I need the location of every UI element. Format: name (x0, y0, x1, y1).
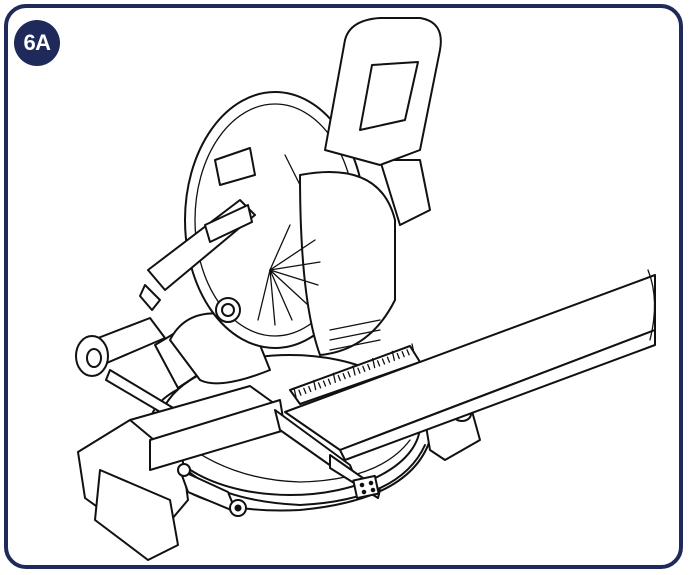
fence-knob (177, 463, 247, 517)
step-badge: 6A (14, 20, 60, 66)
scale-tick (376, 360, 381, 367)
scale-tick (396, 352, 400, 360)
scale-tick (352, 365, 356, 376)
right-fence (274, 409, 381, 500)
workpiece-board (284, 269, 656, 461)
scale-tick (381, 358, 386, 365)
scale-tick (411, 343, 415, 354)
scale-tick (322, 380, 327, 387)
scale-tick (303, 387, 307, 394)
scale-tick (357, 367, 361, 374)
scale-tick (298, 389, 302, 396)
scale-tick (342, 373, 346, 380)
scale-tick (317, 382, 322, 389)
blade-spokes (257, 224, 321, 326)
scale-tick (293, 387, 297, 398)
saw-handle (324, 17, 442, 166)
scale-tick (386, 356, 391, 363)
scale-tick (367, 363, 371, 371)
scale-tick (391, 350, 395, 361)
scale-tick (406, 349, 410, 356)
left-fence (77, 385, 286, 561)
scale-tick (401, 351, 405, 358)
scale-tick (337, 374, 341, 382)
scale-tick (313, 380, 317, 391)
scale-tick (347, 371, 351, 378)
lever (139, 199, 321, 326)
scale-tick (327, 378, 332, 385)
scale-tick (362, 365, 366, 372)
scale-tick (372, 358, 376, 369)
scale-tick (332, 372, 336, 383)
motor-housing (299, 159, 431, 356)
scale-tick (308, 385, 312, 393)
